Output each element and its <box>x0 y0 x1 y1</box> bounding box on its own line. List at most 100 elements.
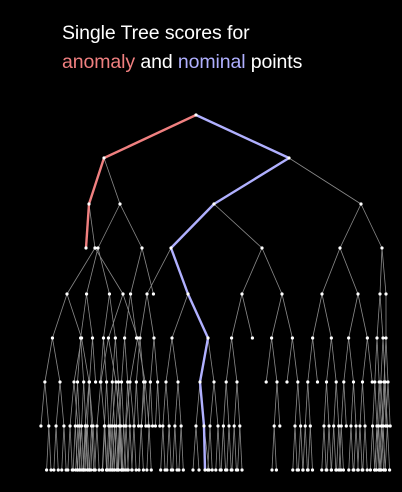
tree-node <box>60 468 64 472</box>
tree-node <box>339 424 343 428</box>
tree-edge <box>321 425 325 471</box>
tree-node <box>322 424 326 428</box>
tree-node <box>349 424 353 428</box>
tree-edge <box>273 381 278 427</box>
nominal-path-edge <box>186 293 210 339</box>
tree-edge <box>357 425 361 471</box>
tree-node <box>128 424 132 428</box>
tree-edge <box>376 293 381 339</box>
tree-edge <box>302 425 306 471</box>
tree-node <box>128 292 133 296</box>
tree-node <box>110 380 114 384</box>
tree-node <box>329 468 334 472</box>
tree-edge <box>166 425 170 471</box>
tree-edge <box>125 381 129 427</box>
tree-node <box>368 468 372 472</box>
tree-node <box>206 336 210 340</box>
tree-node <box>221 424 225 428</box>
tree-edge <box>222 381 227 427</box>
tree-node <box>66 468 70 472</box>
tree-edge <box>281 293 293 339</box>
tree-edge <box>180 425 184 471</box>
tree-edge <box>127 425 131 471</box>
tree-node <box>145 292 149 296</box>
tree-node <box>299 424 303 428</box>
tree-node <box>151 292 156 296</box>
tree-edge <box>217 425 221 471</box>
tree-edge <box>220 425 224 471</box>
nominal-path-edge <box>198 381 206 427</box>
tree-node <box>218 468 222 472</box>
tree-node <box>130 468 134 472</box>
tree-edge <box>155 381 159 427</box>
tree-node <box>384 292 388 296</box>
tree-edge <box>362 381 366 427</box>
tree-edge <box>106 381 110 427</box>
tree-edge <box>225 337 232 383</box>
tree-edge <box>241 247 263 295</box>
tree-node <box>278 424 282 428</box>
tree-edge <box>96 425 100 471</box>
tree-edge <box>103 293 110 339</box>
tree-node <box>371 424 375 428</box>
tree-edge <box>387 381 391 427</box>
tree-node <box>306 380 310 384</box>
tree-edge <box>372 381 376 427</box>
tree-edge <box>271 337 278 383</box>
tree-node <box>85 424 89 428</box>
tree-node <box>186 292 190 296</box>
tree-node <box>202 424 206 428</box>
tree-node <box>107 292 112 296</box>
tree-node <box>79 424 84 428</box>
tree-node <box>264 380 268 384</box>
tree-node <box>118 202 122 206</box>
tree-node <box>325 468 329 472</box>
tree-edge <box>376 337 380 383</box>
tree-edge <box>84 425 88 471</box>
tree-node <box>356 292 360 296</box>
tree-node <box>381 336 385 340</box>
tree-edge <box>382 381 386 427</box>
tree-node <box>54 424 58 428</box>
tree-edge <box>109 293 116 339</box>
tree-node <box>379 468 383 472</box>
tree-node <box>198 380 202 384</box>
tree-node <box>374 468 378 472</box>
tree-edge <box>174 381 179 427</box>
tree-edge <box>160 425 164 471</box>
tree-edge <box>86 247 99 295</box>
tree-node <box>119 468 124 472</box>
tree-node <box>47 424 51 428</box>
tree-edge <box>379 247 383 295</box>
tree-node <box>156 380 160 384</box>
tree-node <box>106 336 111 340</box>
tree-node <box>128 380 132 384</box>
tree-node <box>141 468 145 472</box>
tree-edge <box>359 381 363 427</box>
tree-edge <box>86 425 90 471</box>
tree-node <box>126 468 130 472</box>
tree-node <box>347 468 351 472</box>
tree-edge <box>77 337 82 383</box>
tree-edge <box>55 425 59 471</box>
tree-edge <box>162 425 166 471</box>
tree-edge <box>231 293 243 339</box>
tree-node <box>310 468 315 472</box>
tree-edge <box>103 157 121 205</box>
tree-node <box>344 424 348 428</box>
tree-edge <box>146 247 172 295</box>
tree-edge <box>343 381 347 427</box>
tree-edge <box>133 425 137 471</box>
tree-edge <box>307 337 314 383</box>
tree-edge <box>381 381 385 427</box>
tree-node <box>382 380 386 384</box>
tree-node <box>383 468 387 472</box>
tree-edge <box>241 293 253 339</box>
tree-node <box>338 246 342 250</box>
tree-node <box>329 336 333 340</box>
tree-node <box>386 380 390 384</box>
tree-node <box>164 380 168 384</box>
tree-edge <box>55 381 61 427</box>
tree-node <box>337 468 341 472</box>
tree-edge <box>362 337 368 383</box>
